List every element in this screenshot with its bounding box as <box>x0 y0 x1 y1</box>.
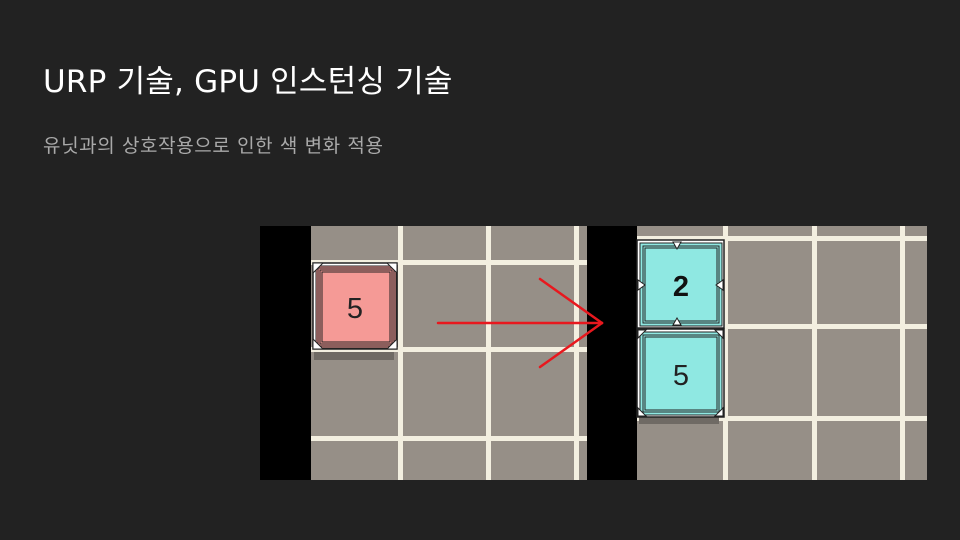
unit-after-top-value: 2 <box>673 271 689 303</box>
unit-after-top: 2 <box>636 239 725 329</box>
before-screenshot: 5 <box>260 226 587 480</box>
unit-after-bottom-value: 5 <box>673 360 689 392</box>
transition-arrow <box>436 277 604 369</box>
slide-subtitle: 유닛과의 상호작용으로 인한 색 변화 적용 <box>43 135 384 157</box>
unit-after-bottom: 5 <box>636 328 725 418</box>
slide-title: URP 기술, GPU 인스턴싱 기술 <box>43 64 453 100</box>
unit-before: 5 <box>312 262 398 350</box>
unit-before-value: 5 <box>347 293 363 325</box>
after-screenshot: 2 5 <box>587 226 927 480</box>
